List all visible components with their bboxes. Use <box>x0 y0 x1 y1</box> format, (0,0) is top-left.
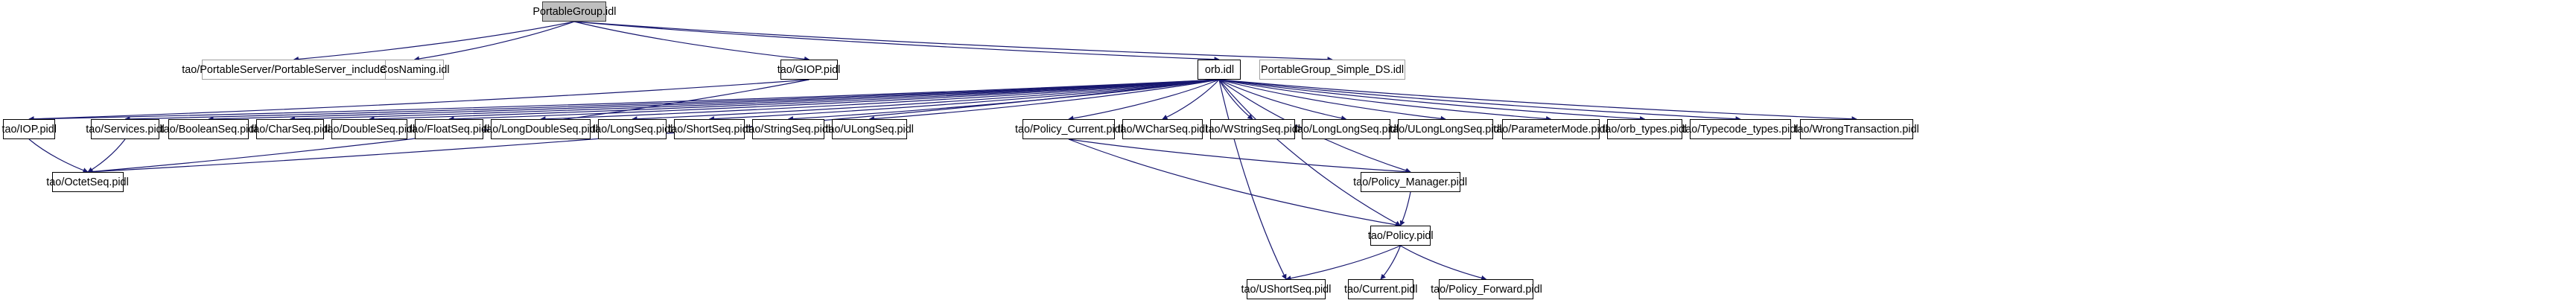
graph-node-label: tao/Policy_Current.pidl <box>1014 123 1123 136</box>
graph-node-policy_current[interactable]: tao/Policy_Current.pidl <box>1015 119 1122 139</box>
graph-node-label: tao/orb_types.pidl <box>1602 123 1688 136</box>
graph-node-policy_manager[interactable]: tao/Policy_Manager.pidl <box>1354 172 1467 192</box>
graph-edge-orb-to-stringseq <box>787 79 1220 122</box>
graph-node-cosnaming[interactable]: CosNaming.idl <box>380 60 449 80</box>
graph-node-label: tao/Policy.pidl <box>1367 229 1434 242</box>
graph-node-label: tao/ParameterMode.pidl <box>1493 123 1609 136</box>
graph-edge-orb-to-longdoubleseq <box>540 79 1220 122</box>
graph-node-longseq[interactable]: tao/LongSeq.pidl <box>592 119 672 139</box>
graph-edge-policy_current-to-policy_manager <box>1068 138 1411 175</box>
graph-node-wstringseq[interactable]: tao/WStringSeq.pidl <box>1205 119 1300 139</box>
graph-edge-giop-to-iop <box>28 79 810 122</box>
graph-edge-orb-to-services <box>124 79 1220 122</box>
graph-node-floatseq[interactable]: tao/FloatSeq.pidl <box>409 119 489 139</box>
graph-edge-orb-to-longseq <box>632 79 1220 122</box>
graph-edge-orb-to-shortseq <box>708 79 1220 122</box>
graph-node-label: tao/WCharSeq.pidl <box>1117 123 1208 136</box>
graph-node-label: tao/Current.pidl <box>1343 283 1418 296</box>
graph-edge-orb-to-policy <box>1218 79 1402 226</box>
graph-node-label: tao/LongDoubleSeq.pidl <box>483 123 598 136</box>
graph-node-label: PortableGroup.idl <box>532 5 617 18</box>
graph-node-services[interactable]: tao/Services.pidl <box>86 119 165 139</box>
graph-node-label: PortableGroup_Simple_DS.idl <box>1260 63 1405 76</box>
graph-node-wcharseq[interactable]: tao/WCharSeq.pidl <box>1118 119 1207 139</box>
graph-node-label: tao/OctetSeq.pidl <box>46 176 130 188</box>
graph-node-label: CosNaming.idl <box>379 63 450 76</box>
graph-node-label: tao/Typecode_types.pidl <box>1682 123 1799 136</box>
graph-node-portablegroup_simple_ds[interactable]: PortableGroup_Simple_DS.idl <box>1259 60 1405 80</box>
graph-edge-orb-to-wrongtransaction <box>1218 79 1857 122</box>
graph-node-label: tao/Policy_Forward.pidl <box>1430 283 1542 296</box>
graph-node-label: tao/Policy_Manager.pidl <box>1353 176 1468 188</box>
graph-edge-orb-to-doubleseq <box>369 79 1220 122</box>
graph-node-label: tao/UShortSeq.pidl <box>1241 283 1332 296</box>
graph-edge-policy-to-ushortseq <box>1285 245 1401 281</box>
graph-edge-policy-to-current <box>1380 245 1402 280</box>
graph-node-portableserver_include[interactable]: tao/PortableServer/PortableServer_includ… <box>182 60 406 80</box>
graph-node-shortseq[interactable]: tao/ShortSeq.pidl <box>668 119 751 139</box>
graph-edge-orb-to-ushortseq <box>1218 79 1287 280</box>
graph-edge-orb-to-typecode_types <box>1218 79 1741 122</box>
graph-node-typecode_types[interactable]: tao/Typecode_types.pidl <box>1682 119 1799 139</box>
graph-node-label: tao/GIOP.pidl <box>777 63 841 76</box>
graph-node-charseq[interactable]: tao/CharSeq.pidl <box>250 119 330 139</box>
graph-node-current[interactable]: tao/Current.pidl <box>1344 279 1417 299</box>
graph-edge-policy_manager-to-policy <box>1399 191 1411 226</box>
graph-node-stringseq[interactable]: tao/StringSeq.pidl <box>746 119 830 139</box>
graph-node-longdoubleseq[interactable]: tao/LongDoubleSeq.pidl <box>483 119 598 139</box>
graph-node-ulongseq[interactable]: tao/ULongSeq.pidl <box>825 119 914 139</box>
graph-node-portablegroup[interactable]: PortableGroup.idl <box>532 1 616 22</box>
graph-node-ulonglongseq[interactable]: tao/ULongLongSeq.pidl <box>1390 119 1501 139</box>
graph-node-label: orb.idl <box>1204 63 1234 76</box>
graph-edge-orb-to-charseq <box>289 79 1220 122</box>
graph-edge-orb-to-wstringseq <box>1218 79 1253 120</box>
graph-node-label: tao/WrongTransaction.pidl <box>1794 123 1919 136</box>
graph-node-label: tao/ULongLongSeq.pidl <box>1389 123 1502 136</box>
graph-edge-iop-to-octetseq <box>28 138 89 173</box>
graph-node-policy_forward[interactable]: tao/Policy_Forward.pidl <box>1431 279 1542 299</box>
graph-node-orb_types[interactable]: tao/orb_types.pidl <box>1603 119 1687 139</box>
graph-node-giop[interactable]: tao/GIOP.pidl <box>777 60 841 80</box>
graph-edge-policy-to-policy_forward <box>1400 245 1487 281</box>
graph-edge-orb-to-orb_types <box>1218 79 1646 122</box>
graph-node-label: tao/ULongSeq.pidl <box>825 123 914 136</box>
graph-node-booleanseq[interactable]: tao/BooleanSeq.pidl <box>161 119 256 139</box>
graph-node-policy[interactable]: tao/Policy.pidl <box>1368 226 1433 246</box>
graph-edge-orb-to-policy_current <box>1068 79 1220 121</box>
graph-node-longlongseq[interactable]: tao/LongLongSeq.pidl <box>1294 119 1399 139</box>
graph-edge-orb-to-longlongseq <box>1218 79 1347 121</box>
graph-edge-portablegroup-to-orb <box>573 21 1220 63</box>
graph-edge-orb-to-ulonglongseq <box>1218 79 1446 121</box>
graph-node-orb[interactable]: orb.idl <box>1198 60 1241 80</box>
graph-edge-orb-to-floatseq <box>448 79 1220 122</box>
graph-node-doubleseq[interactable]: tao/DoubleSeq.pidl <box>324 119 415 139</box>
graph-node-parametermode[interactable]: tao/ParameterMode.pidl <box>1494 119 1608 139</box>
graph-edge-orb-to-booleanseq <box>208 79 1220 122</box>
graph-edge-portablegroup-to-cosnaming <box>413 21 575 62</box>
graph-edge-orb-to-iop <box>28 79 1220 122</box>
graph-edge-services-to-octetseq <box>87 138 126 173</box>
graph-edge-portablegroup-to-portablegroup_simple_ds <box>573 21 1333 63</box>
graph-edge-orb-to-ulongseq <box>868 79 1220 122</box>
graph-edge-portablegroup-to-portableserver_include <box>293 21 575 63</box>
graph-edge-portablegroup-to-giop <box>573 21 810 62</box>
graph-node-label: tao/IOP.pidl <box>1 123 57 136</box>
graph-node-label: tao/PortableServer/PortableServer_includ… <box>182 63 406 76</box>
graph-edge-orb-to-wcharseq <box>1162 79 1220 120</box>
graph-node-octetseq[interactable]: tao/OctetSeq.pidl <box>47 172 129 192</box>
graph-node-iop[interactable]: tao/IOP.pidl <box>1 119 57 139</box>
graph-node-ushortseq[interactable]: tao/UShortSeq.pidl <box>1241 279 1331 299</box>
graph-edge-orb-to-parametermode <box>1218 79 1552 122</box>
graph-node-wrongtransaction[interactable]: tao/WrongTransaction.pidl <box>1794 119 1919 139</box>
